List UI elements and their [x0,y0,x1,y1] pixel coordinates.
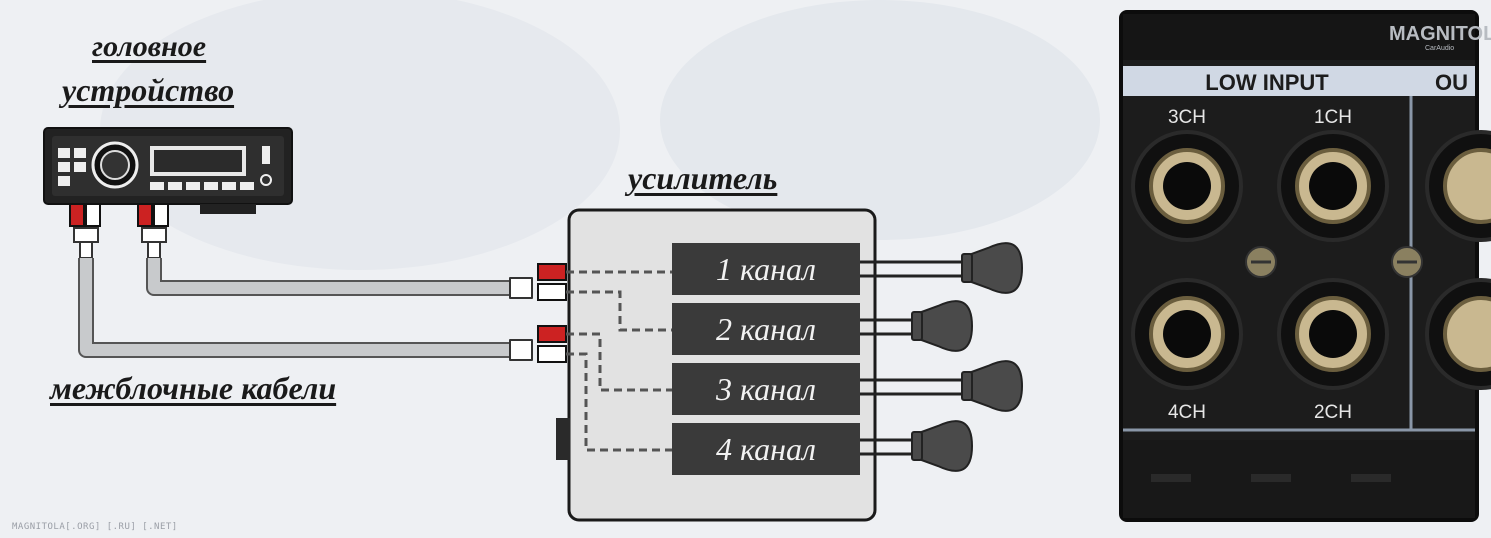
channel-box: 3 канал [672,363,860,415]
rca-red-icon [69,203,85,227]
jack-label: 4CH [1168,402,1206,423]
jack-label: 1CH [1314,107,1352,128]
background-blob [660,0,1100,240]
rca-jack-icon [1131,278,1243,390]
brand-subtitle: CarAudio [1425,45,1454,52]
rca-white-icon [153,203,169,227]
speaker-icon [961,242,1024,294]
low-input-label: LOW INPUT [1205,70,1329,95]
amplifier-label: усилитель [628,160,778,196]
channel-box: 4 канал [672,423,860,475]
cables-label: межблочные кабели [50,370,337,406]
amplifier-input-photo: LOW INPUT OU MAGNITOLA CarAudio 3CH 1CH … [1111,0,1491,538]
speaker-icon [961,360,1024,412]
rca-jack-icon [1277,130,1389,242]
interconnect-cables [78,258,533,361]
rca-white-icon [537,283,567,301]
rca-jack-icon [1425,130,1491,242]
speaker-icon [911,300,974,352]
rca-white-icon [85,203,101,227]
rca-white-icon [537,345,567,363]
jack-label: 2CH [1314,402,1352,423]
rca-jack-icon [1425,278,1491,390]
head-unit-label: устройство [62,72,235,108]
watermark: MAGNITOLA[.ORG] [.RU] [.NET] [12,522,178,532]
rca-red-icon [137,203,153,227]
screw-icon [1391,246,1423,278]
jack-label: 3CH [1168,107,1206,128]
head-unit-label: головное [92,30,207,63]
power-terminal-icon [556,418,570,460]
head-unit [43,127,293,259]
brand-logo: MAGNITOLA [1389,23,1491,45]
speaker-icon [911,420,974,472]
rca-jack-icon [1277,278,1389,390]
rca-red-icon [537,325,567,343]
label-strip [1123,66,1475,96]
channel-box: 1 канал [672,243,860,295]
output-label: OU [1435,70,1468,95]
rca-jack-icon [1131,130,1243,242]
channel-box: 2 канал [672,303,860,355]
speaker-wires [860,260,970,456]
screw-icon [1245,246,1277,278]
rca-red-icon [537,263,567,281]
